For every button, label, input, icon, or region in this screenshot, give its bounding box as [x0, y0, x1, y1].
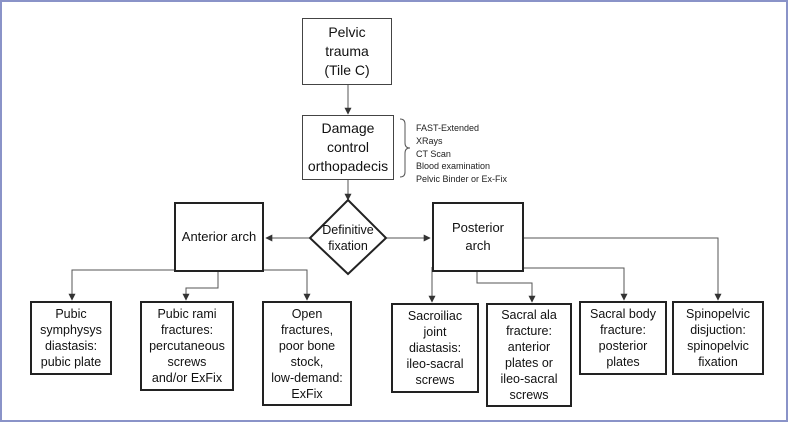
leaf-sacroiliac: Sacroiliac joint diastasis: ileo-sacral … — [391, 303, 479, 393]
root-node-pelvic-trauma: Pelvic trauma (Tile C) — [302, 18, 392, 85]
leaf-spinopelvic: Spinopelvic disjuction: spinopelvic fixa… — [672, 301, 764, 375]
leaf-pubic-rami: Pubic rami fractures: percutaneous screw… — [140, 301, 234, 391]
leaf-pubic-symphysis: Pubic symphysys diastasis: pubic plate — [30, 301, 112, 375]
anterior-arch-node: Anterior arch — [174, 202, 264, 272]
leaf-sacral-body: Sacral body fracture: posterior plates — [579, 301, 667, 375]
exam-list-brace — [399, 118, 411, 178]
posterior-arch-node: Posterior arch — [432, 202, 524, 272]
exam-item: CT Scan — [416, 148, 451, 159]
damage-control-node: Damage control orthopadecis — [302, 115, 394, 180]
leaf-open-fractures: Open fractures, poor bone stock, low-dem… — [262, 301, 352, 406]
edge-anterior-to-leaf-1 — [68, 269, 219, 301]
edge-posterior-to-leaf-2 — [476, 272, 536, 303]
leaf-sacral-ala: Sacral ala fracture: anterior plates or … — [486, 303, 572, 407]
exam-item: FAST-Extended — [416, 123, 480, 133]
definitive-fixation-label: Definitive fixation — [322, 222, 374, 253]
edge-anterior-to-leaf-2 — [182, 272, 219, 301]
anterior-branches — [68, 269, 311, 301]
exam-item: XRays — [416, 135, 443, 146]
exam-item: Blood examination — [416, 161, 491, 172]
definitive-diamond-shape — [308, 198, 388, 276]
edge-posterior-to-leaf-4 — [524, 237, 722, 301]
edge-posterior-to-leaf-3 — [476, 267, 628, 301]
exam-item: Pelvic Binder or Ex-Fix — [416, 174, 508, 185]
exam-list: FAST-Extended XRays CT Scan Blood examin… — [416, 122, 546, 186]
edge-anterior-to-leaf-3 — [217, 269, 311, 301]
